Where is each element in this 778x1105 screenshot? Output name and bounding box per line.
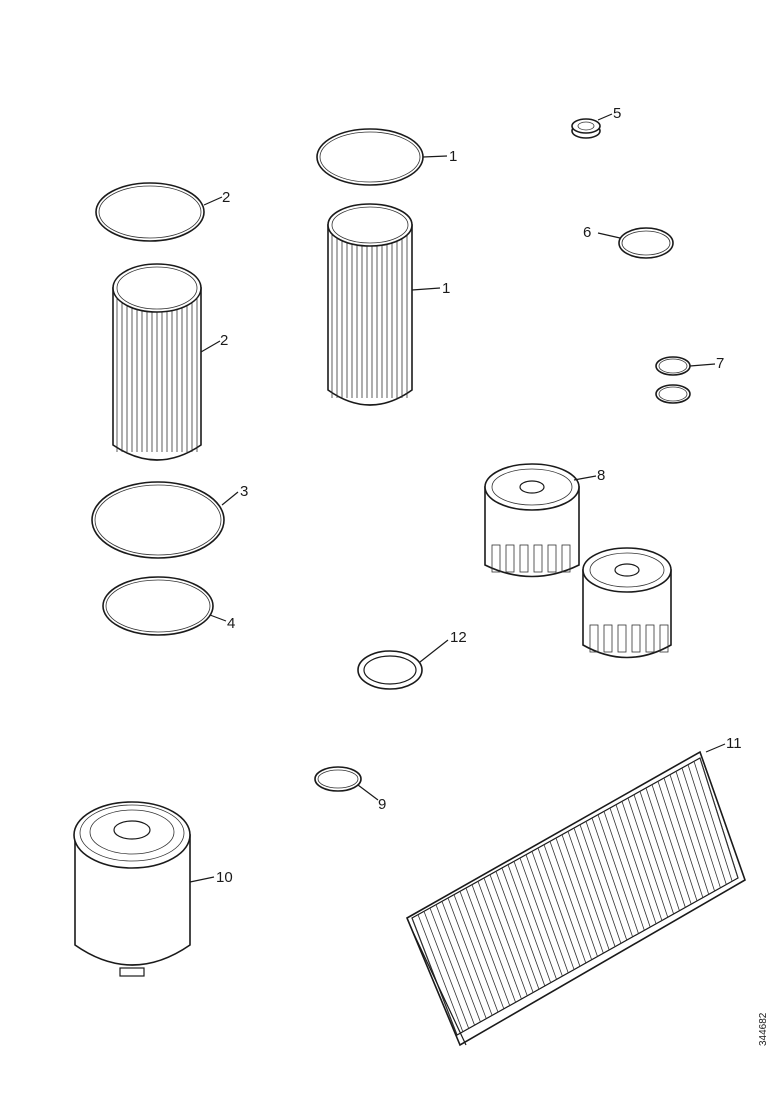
panel-pleat-line xyxy=(477,881,522,1000)
callout-2-cartridge: 2 xyxy=(220,332,228,349)
panel-pleat-line xyxy=(429,907,475,1026)
document-number: 344682 xyxy=(758,1012,769,1046)
panel-pleat-line xyxy=(633,794,674,915)
callout-10: 10 xyxy=(216,869,233,886)
o-ring-part-9 xyxy=(314,766,379,801)
flute-slot xyxy=(603,624,613,653)
panel-pleat-line xyxy=(675,771,715,892)
panel-pleat-line xyxy=(435,904,481,1023)
panel-pleat-line xyxy=(591,817,634,938)
panel-pleat-line xyxy=(555,837,598,957)
panel-pleat-line xyxy=(519,857,563,977)
seal-ring-part-3 xyxy=(91,481,239,559)
callout-labels: 1 1 2 2 3 4 5 6 7 8 9 10 11 12 xyxy=(216,105,742,886)
flute-slot xyxy=(491,544,501,573)
panel-pleat-line xyxy=(453,894,499,1013)
gasket-part-12 xyxy=(357,639,449,690)
seal-ring-part-1 xyxy=(316,128,448,186)
panel-pleat-line xyxy=(609,807,651,928)
panel-pleat-line xyxy=(537,847,581,967)
panel-pleat-line xyxy=(645,787,686,908)
panel-pleat-line xyxy=(489,874,534,993)
callout-7: 7 xyxy=(716,355,724,372)
panel-pleat-line xyxy=(579,824,622,944)
panel-pleat-line xyxy=(459,891,505,1009)
callout-6: 6 xyxy=(583,224,591,241)
flute-slot xyxy=(659,624,669,653)
panel-pleat-line xyxy=(567,831,610,951)
flute-slot xyxy=(547,544,557,573)
panel-filter-part-11 xyxy=(405,743,746,1047)
flute-slot xyxy=(645,624,655,653)
callout-4: 4 xyxy=(227,615,235,632)
panel-pleat-line xyxy=(573,827,616,947)
panel-pleat-line xyxy=(507,864,552,983)
panel-pleat-line xyxy=(495,871,540,990)
small-cap-part-5 xyxy=(571,113,613,139)
panel-pleat-line xyxy=(597,814,639,934)
panel-pleat-line xyxy=(483,877,528,996)
spin-on-filter-part-8b xyxy=(582,547,672,659)
panel-pleat-line xyxy=(615,804,657,924)
panel-pleat-line xyxy=(621,801,663,921)
callout-1-cartridge: 1 xyxy=(442,280,450,297)
filter-cartridge-part-1 xyxy=(327,203,441,406)
seal-ring-part-2 xyxy=(95,182,223,242)
panel-pleat-line xyxy=(639,791,680,911)
panel-pleat-line xyxy=(531,851,575,970)
callout-3: 3 xyxy=(240,483,248,500)
panel-pleat-line xyxy=(669,774,710,895)
panel-pleat-line xyxy=(585,821,628,941)
o-rings-part-7 xyxy=(655,356,716,404)
panel-pleat-line xyxy=(657,781,698,902)
panel-pleat-line xyxy=(501,867,546,987)
panel-pleat-line xyxy=(543,844,587,964)
panel-pleat-line xyxy=(471,884,516,1003)
filter-cartridge-part-2 xyxy=(112,263,221,461)
panel-pleat-line xyxy=(549,841,593,960)
panel-pleat-line xyxy=(465,887,511,1006)
spin-on-filter-part-8a xyxy=(484,463,597,578)
panel-pleat-line xyxy=(699,757,739,879)
panel-pleat-line xyxy=(561,834,604,954)
panel-pleat-line xyxy=(663,777,704,898)
seal-ring-part-4 xyxy=(102,576,227,636)
flute-slot xyxy=(533,544,543,573)
panel-pleat-line xyxy=(627,797,669,918)
panel-pleat-line xyxy=(687,764,727,885)
callout-8: 8 xyxy=(597,467,605,484)
callout-11: 11 xyxy=(726,735,742,752)
callout-9: 9 xyxy=(378,796,386,813)
flute-slot xyxy=(519,544,529,573)
panel-pleat-line xyxy=(603,811,645,931)
flute-slot xyxy=(561,544,571,573)
flute-slot xyxy=(617,624,627,653)
callout-1-ring: 1 xyxy=(449,148,457,165)
spin-on-filter-part-10 xyxy=(73,801,215,977)
panel-pleat-line xyxy=(513,861,557,980)
callout-5: 5 xyxy=(613,105,621,122)
callout-2-ring: 2 xyxy=(222,189,230,206)
flute-slot xyxy=(505,544,515,573)
panel-pleat-line xyxy=(447,897,493,1016)
flute-slot xyxy=(589,624,599,653)
panel-pleat-line xyxy=(417,914,464,1032)
panel-pleat-line xyxy=(651,784,692,905)
panel-pleat-line xyxy=(693,761,733,882)
callout-12: 12 xyxy=(450,629,467,646)
o-ring-part-6 xyxy=(597,227,674,259)
panel-pleat-line xyxy=(681,767,721,888)
panel-pleat-line xyxy=(423,911,470,1029)
flute-slot xyxy=(631,624,641,653)
panel-pleat-line xyxy=(441,901,487,1019)
panel-pleat-line xyxy=(525,854,569,973)
